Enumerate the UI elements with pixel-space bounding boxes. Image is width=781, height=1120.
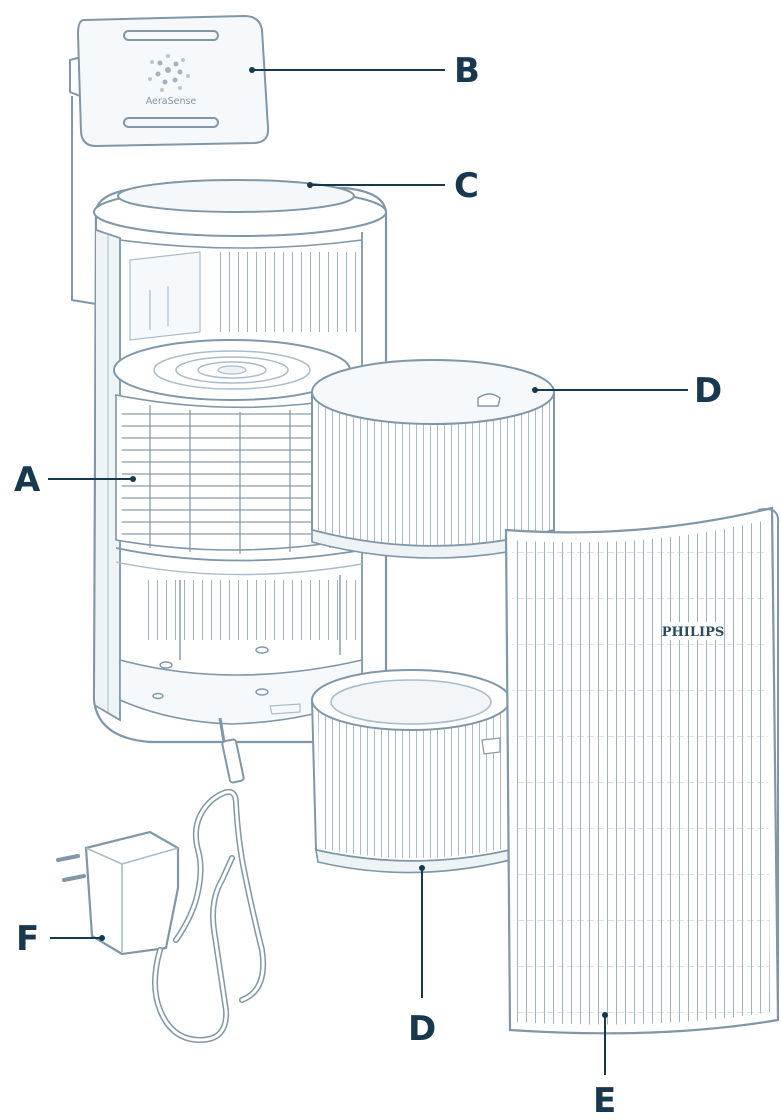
callout-label-c: C xyxy=(454,166,479,206)
callout-label-e: E xyxy=(593,1081,616,1120)
callout-label-d-lower: D xyxy=(408,1009,436,1049)
power-adapter xyxy=(56,717,266,1044)
callout-label-a: A xyxy=(14,460,41,500)
callout-letters: B C D A D E F xyxy=(14,51,722,1120)
filter-upper xyxy=(311,359,555,559)
callout-label-d-upper: D xyxy=(694,371,722,411)
sensor-panel: AeraSense xyxy=(69,14,270,305)
grille-brand-label: PHILIPS xyxy=(662,625,725,640)
callout-label-f: F xyxy=(16,919,39,959)
purifier-housing xyxy=(92,179,388,744)
swirl-dots-icon xyxy=(148,54,190,92)
callout-leaders xyxy=(48,67,688,1075)
sensor-brand-label: AeraSense xyxy=(146,96,197,107)
filter-lower xyxy=(311,669,511,874)
front-grille: PHILIPS xyxy=(504,506,780,1035)
callout-label-b: B xyxy=(454,51,480,91)
